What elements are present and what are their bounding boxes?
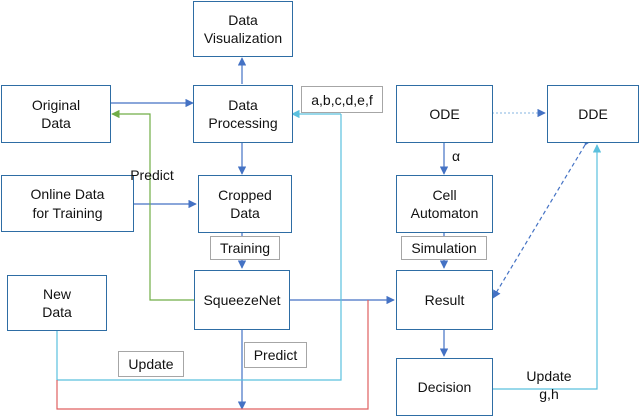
node-cropped-data-label: Cropped Data	[218, 186, 272, 221]
label-predict-lower-text: Predict	[253, 347, 298, 363]
label-simulation-text: Simulation	[411, 240, 477, 256]
node-dde: DDE	[547, 85, 639, 143]
node-decision: Decision	[396, 358, 493, 416]
node-new-data: New Data	[7, 275, 107, 331]
node-result-label: Result	[424, 291, 465, 308]
arrow-update-loop	[56, 300, 369, 410]
node-decision-label: Decision	[417, 378, 472, 395]
label-simulation: Simulation	[401, 236, 487, 260]
node-result: Result	[396, 270, 493, 330]
label-predict-lower: Predict	[244, 342, 307, 368]
node-cell-automaton: Cell Automaton	[396, 175, 493, 233]
node-ode-label: ODE	[429, 105, 460, 122]
node-data-processing-label: Data Processing	[208, 96, 278, 131]
arrow-dde-to-result	[492, 136, 593, 299]
node-data-visualization: Data Visualization	[193, 1, 293, 57]
node-online-data-label: Online Data for Training	[30, 186, 105, 221]
node-squeezenet: SqueezeNet	[194, 270, 290, 330]
node-data-visualization-label: Data Visualization	[203, 11, 283, 46]
arrow-decision-to-dde	[493, 144, 602, 390]
label-params-text: a,b,c,d,e,f	[311, 91, 373, 108]
arrow-params-to-processing	[56, 114, 342, 381]
node-original-data-label: Original Data	[31, 96, 81, 131]
label-update-text: Update	[128, 356, 174, 372]
node-data-processing: Data Processing	[193, 85, 293, 143]
node-dde-label: DDE	[578, 105, 608, 122]
node-ode: ODE	[396, 85, 493, 143]
label-update-gh: Update g,h	[526, 368, 572, 402]
label-update: Update	[118, 351, 184, 377]
node-original-data: Original Data	[1, 85, 111, 143]
node-cropped-data: Cropped Data	[198, 175, 292, 233]
node-new-data-label: New Data	[42, 285, 72, 320]
label-training: Training	[210, 236, 280, 260]
label-alpha: α	[451, 148, 461, 164]
node-online-data: Online Data for Training	[1, 175, 134, 232]
arrow-predict-loop	[111, 109, 194, 301]
label-params: a,b,c,d,e,f	[301, 86, 383, 113]
node-cell-automaton-label: Cell Automaton	[410, 186, 479, 221]
node-squeezenet-label: SqueezeNet	[203, 291, 281, 308]
label-predict-upper: Predict	[130, 167, 174, 183]
label-training-text: Training	[219, 240, 271, 256]
